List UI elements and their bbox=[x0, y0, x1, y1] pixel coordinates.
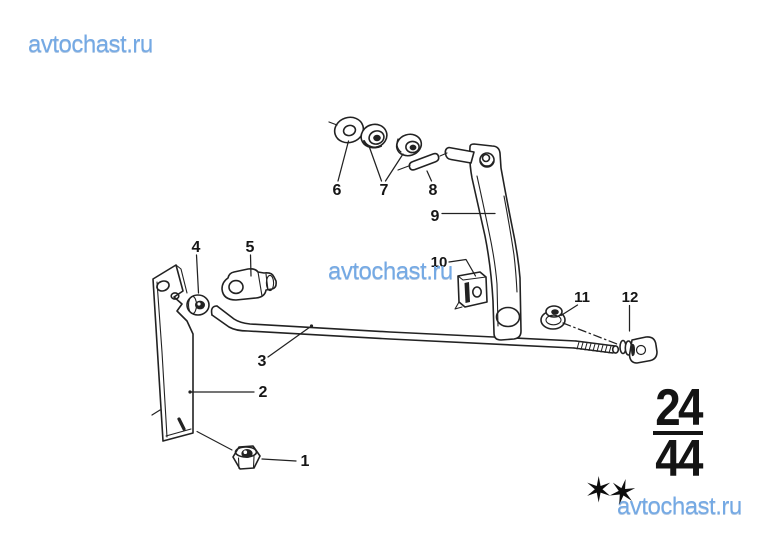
drawing-ink: 1 2 3 4 5 6 7 8 9 10 11 12 bbox=[151, 116, 658, 470]
footnote-stars: ✶✶ bbox=[584, 471, 637, 515]
part-label-1: 1 bbox=[301, 453, 310, 470]
leader-10 bbox=[448, 258, 477, 277]
assembly-axis-line bbox=[562, 322, 618, 345]
watermark-top-left: avtochast.ru bbox=[28, 31, 153, 58]
part-2-bracket bbox=[151, 264, 194, 442]
part-label-12: 12 bbox=[622, 289, 639, 306]
page-number: 24 44 bbox=[647, 379, 709, 488]
rod-thread-hatching bbox=[576, 341, 612, 354]
part-label-6: 6 bbox=[333, 182, 342, 199]
part-label-8: 8 bbox=[429, 182, 438, 199]
star-icon: ✶ bbox=[603, 470, 637, 515]
part-7-bushings bbox=[360, 123, 423, 157]
part-10-clamp bbox=[454, 271, 488, 310]
part-8-pin bbox=[397, 152, 440, 171]
part-label-11: 11 bbox=[574, 289, 590, 306]
watermark-center: avtochast.ru bbox=[328, 258, 453, 285]
leader-8 bbox=[426, 170, 433, 182]
page-number-numerator: 24 bbox=[655, 379, 703, 437]
part-number-labels: 1 2 3 4 5 6 7 8 9 10 11 12 bbox=[192, 182, 639, 470]
part-label-2: 2 bbox=[259, 384, 268, 401]
leader-5 bbox=[249, 254, 252, 277]
watermark-bottom-right: avtochast.ru bbox=[617, 493, 742, 520]
leader-4 bbox=[195, 254, 200, 294]
part-label-7: 7 bbox=[380, 182, 389, 199]
part-1-hex-nut bbox=[232, 445, 261, 470]
part-11-bushing bbox=[540, 305, 566, 330]
part-12-rod-end bbox=[619, 336, 658, 364]
part-label-4: 4 bbox=[192, 239, 201, 256]
leader-lines bbox=[188, 140, 631, 462]
leader-11 bbox=[560, 304, 579, 317]
part-label-3: 3 bbox=[258, 353, 267, 370]
leader-1 bbox=[261, 458, 297, 462]
part-label-9: 9 bbox=[431, 208, 440, 225]
part-label-5: 5 bbox=[246, 239, 255, 256]
part-6-washer bbox=[328, 116, 365, 144]
bracket-nut-line bbox=[196, 430, 233, 451]
page-number-denominator: 44 bbox=[655, 430, 703, 488]
part-9-lever bbox=[439, 143, 522, 341]
leader-3 bbox=[267, 326, 311, 358]
part-label-10: 10 bbox=[431, 254, 448, 271]
part-3-rod bbox=[210, 305, 620, 354]
fraction-rule bbox=[653, 431, 703, 435]
part-5-clevis bbox=[221, 268, 277, 301]
part-4-grommet bbox=[186, 294, 210, 316]
leader-6 bbox=[337, 140, 350, 182]
leader-7 bbox=[368, 145, 404, 182]
